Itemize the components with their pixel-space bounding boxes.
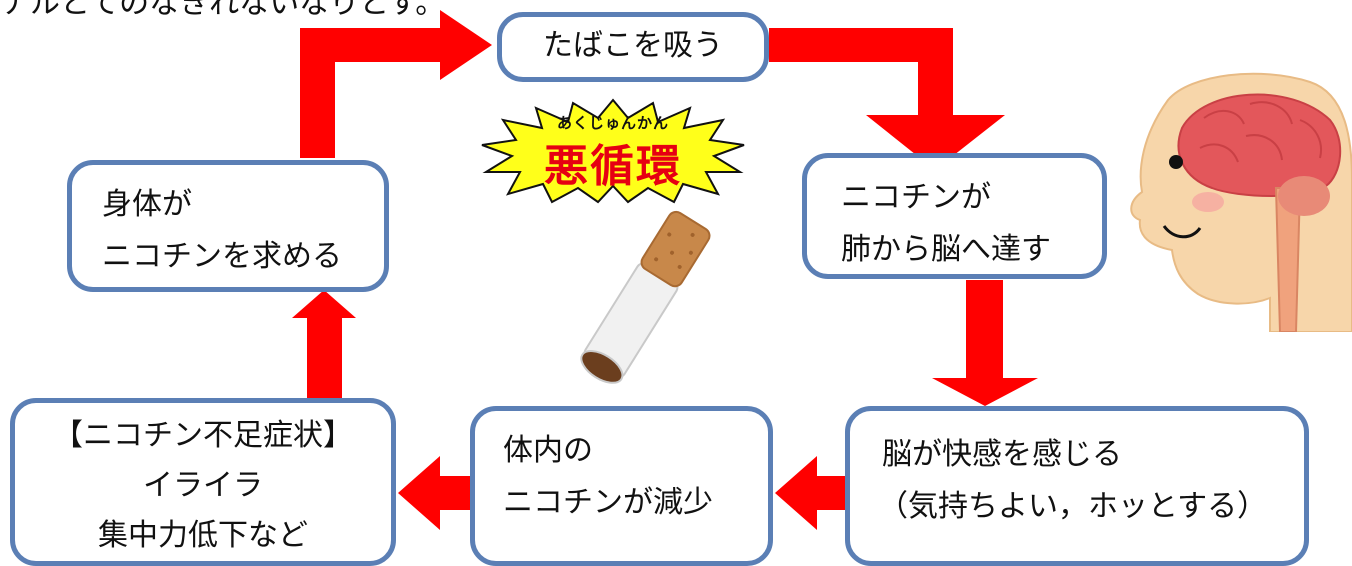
burst-title: 悪循環 <box>544 141 682 192</box>
box-decrease-line-1: 体内の <box>503 433 593 468</box>
box-decrease-line-2: ニコチンが減少 <box>503 485 713 520</box>
arrow-craving-to-smoke <box>300 10 492 158</box>
box-nicotine-line-1: ニコチンが <box>841 180 991 215</box>
box-smoke: たばこを吸う <box>497 12 769 82</box>
box-withdrawal-line-2: イライラ <box>143 468 263 503</box>
box-withdrawal-line-1: 【ニコチン不足症状】 <box>53 418 353 453</box>
box-smoke-label: たばこを吸う <box>543 28 723 63</box>
cigarette-icon <box>580 210 711 384</box>
arrow-smoke-to-nicotine <box>769 28 1005 170</box>
arrow-pleasure-to-decrease <box>775 456 845 530</box>
box-craving-line-1: 身体が <box>102 187 192 222</box>
burst-ruby: あくじゅんかん <box>556 114 669 132</box>
arrow-nicotine-to-pleasure <box>932 280 1038 406</box>
arrow-withdrawal-to-craving <box>292 290 356 398</box>
box-nicotine-reaches: ニコチンが 肺から脳へ達す <box>802 153 1107 279</box>
brain-head-icon <box>1130 72 1352 332</box>
vicious-cycle-burst: あくじゅんかん 悪循環 <box>478 98 748 204</box>
box-decrease: 体内の ニコチンが減少 <box>470 406 773 566</box>
burst-icon <box>481 98 745 204</box>
box-pleasure-line-1: 脳が快感を感じる <box>882 437 1122 472</box>
box-pleasure: 脳が快感を感じる （気持ちよい，ホッとする） <box>845 406 1309 566</box>
box-pleasure-line-2: （気持ちよい，ホッとする） <box>878 489 1268 524</box>
box-craving-line-2: ニコチンを求める <box>102 239 342 274</box>
box-withdrawal-line-3: 集中力低下など <box>98 518 308 553</box>
top-text-fragment: ナルとてのなきれないなりとす。 <box>0 0 446 21</box>
arrow-decrease-to-withdrawal <box>398 456 470 530</box>
box-nicotine-line-2: 肺から脳へ達す <box>841 232 1051 267</box>
box-withdrawal: 【ニコチン不足症状】 イライラ 集中力低下など <box>10 398 396 566</box>
box-craving: 身体が ニコチンを求める <box>67 160 389 292</box>
